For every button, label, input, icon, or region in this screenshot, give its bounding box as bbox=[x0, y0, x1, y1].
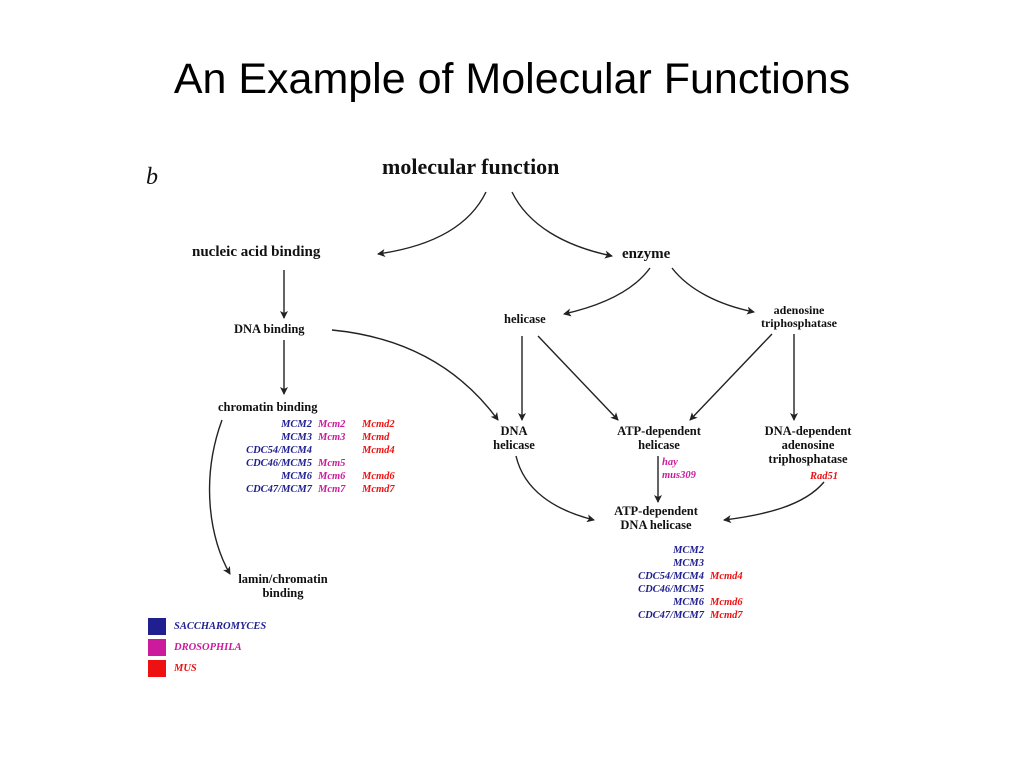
node-nucleic-acid-binding: nucleic acid binding bbox=[192, 244, 321, 260]
node-chromatin-binding: chromatin binding bbox=[218, 400, 318, 414]
node-atp-dependent-dna-helicase: ATP-dependent DNA helicase bbox=[614, 504, 698, 532]
legend: SACCHAROMYCES DROSOPHILA MUS bbox=[148, 618, 328, 682]
gene-list-atp-dna-helicase-saccharomyces: MCM2 MCM3 CDC54/MCM4 CDC46/MCM5 MCM6 CDC… bbox=[638, 545, 704, 621]
gene-list-atp-helicase-drosophila: hay mus309 bbox=[662, 457, 696, 481]
go-diagram: b molecular function nucleic acid bindin… bbox=[134, 150, 898, 688]
edge-atpase-atphelicase bbox=[689, 333, 773, 421]
node-adenosine-triphosphatase: adenosine triphosphatase bbox=[760, 303, 837, 330]
gene-list-chromatin-saccharomyces: MCM2 MCM3 CDC54/MCM4 CDC46/MCM5 MCM6 CDC… bbox=[246, 419, 312, 495]
gene-list-chromatin-drosophila: Mcm2 Mcm3 Mcm5 Mcm6 Mcm7 bbox=[318, 419, 346, 495]
edge-dnabinding-dnahelicase bbox=[331, 329, 499, 421]
edge-enzyme-atpase bbox=[671, 267, 755, 315]
node-dna-binding: DNA binding bbox=[234, 322, 305, 336]
edge-enzyme-helicase bbox=[563, 267, 651, 317]
edge-root-enzyme bbox=[511, 191, 613, 259]
edge-root-nucleic bbox=[377, 191, 487, 257]
node-atp-dependent-helicase: ATP-dependent helicase bbox=[617, 424, 701, 452]
legend-label-saccharomyces: SACCHAROMYCES bbox=[174, 621, 267, 632]
legend-swatch-saccharomyces bbox=[148, 618, 166, 635]
edge-helicase-atphelicase bbox=[537, 335, 619, 421]
legend-swatch-drosophila bbox=[148, 639, 166, 656]
node-dna-helicase: DNA helicase bbox=[493, 424, 535, 452]
node-enzyme: enzyme bbox=[622, 246, 671, 262]
node-lamin-chromatin-binding: lamin/chromatin binding bbox=[238, 572, 328, 600]
legend-label-mus: MUS bbox=[174, 663, 197, 674]
legend-label-drosophila: DROSOPHILA bbox=[174, 642, 242, 653]
edge-dnadepatpase-atpdnahelicase bbox=[723, 481, 825, 524]
edge-dnahelicase-atpdnahelicase bbox=[515, 455, 595, 523]
edge-chromatin-lamin bbox=[208, 419, 231, 575]
panel-label: b bbox=[146, 164, 158, 190]
diagram-arrows bbox=[208, 191, 825, 575]
node-helicase: helicase bbox=[504, 312, 546, 326]
gene-list-atp-dna-helicase-mus: Mcmd4 Mcmd6 Mcmd7 bbox=[710, 571, 743, 621]
legend-swatch-mus bbox=[148, 660, 166, 677]
slide-title: An Example of Molecular Functions bbox=[173, 55, 851, 103]
gene-list-dna-dep-atpase-mus: Rad51 bbox=[810, 471, 839, 482]
node-dna-dependent-atpase: DNA-dependent adenosine triphosphatase bbox=[764, 424, 852, 466]
gene-list-chromatin-mus: Mcmd2 Mcmd Mcmd4 Mcmd6 Mcmd7 bbox=[362, 419, 395, 495]
node-molecular-function: molecular function bbox=[382, 154, 560, 179]
